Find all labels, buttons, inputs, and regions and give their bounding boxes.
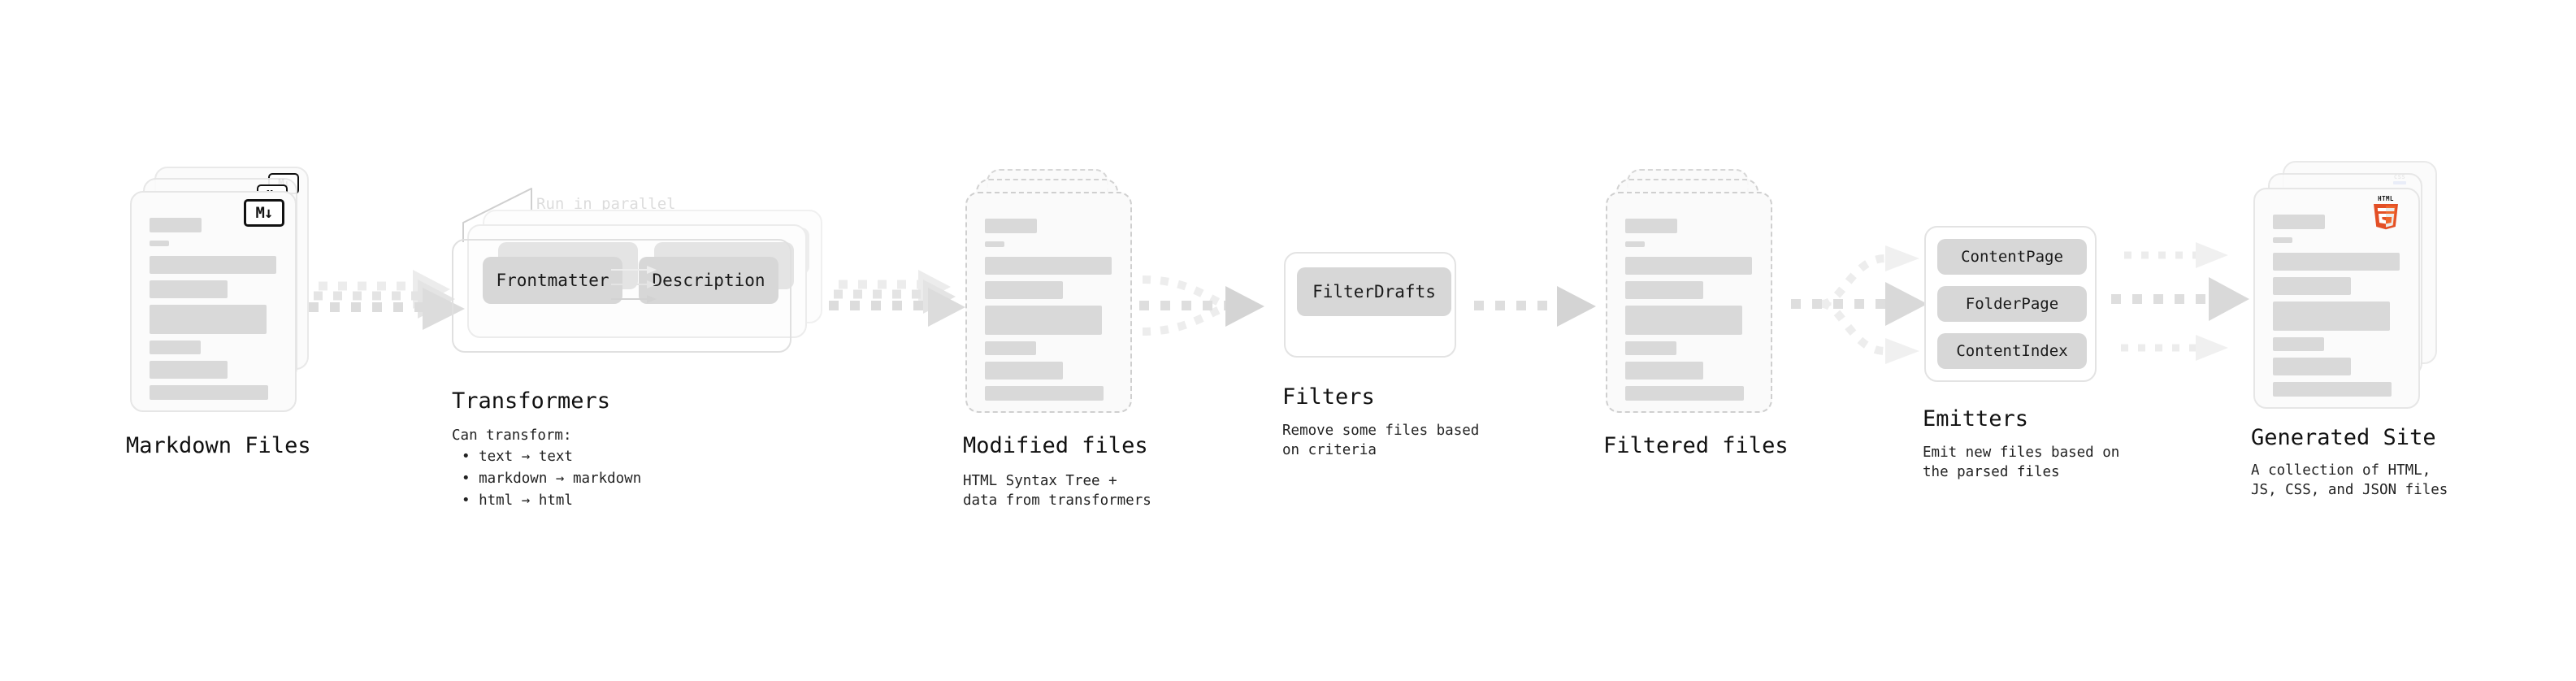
stage-title-modified-files: Modified files xyxy=(963,433,1148,458)
skeleton-subtitle xyxy=(2273,237,2292,243)
emitter-chip-contentindex[interactable]: ContentIndex xyxy=(1937,333,2087,369)
filtered-card-front xyxy=(1606,192,1772,413)
connector-emitters-to-site xyxy=(2111,242,2249,361)
chip-label-frontmatter: Frontmatter xyxy=(496,271,609,290)
generated-desc-line-1: JS, CSS, and JSON files xyxy=(2251,482,2448,498)
html5-wordmark: HTML xyxy=(2378,195,2394,202)
skeleton-line-4 xyxy=(985,341,1036,355)
transformers-desc-line-0: Can transform: xyxy=(452,427,572,444)
emitter-chip-folderpage[interactable]: FolderPage xyxy=(1937,286,2087,322)
stage-title-markdown-files: Markdown Files xyxy=(126,433,311,458)
chip-label-description: Description xyxy=(652,271,765,290)
connector-transformers-to-modified xyxy=(829,270,965,327)
stage-title-generated-site: Generated Site xyxy=(2251,425,2436,450)
transformers-desc-line-3: • html → html xyxy=(462,492,573,509)
skeleton-line-5 xyxy=(985,362,1063,380)
modified-desc-line-0: HTML Syntax Tree + xyxy=(963,473,1117,489)
transformers-desc-line-2: • markdown → markdown xyxy=(462,471,642,487)
chip-label-contentpage: ContentPage xyxy=(1961,248,2063,266)
stage-title-emitters: Emitters xyxy=(1923,406,2029,432)
emitters-desc-line-0: Emit new files based on xyxy=(1923,445,2120,461)
chip-label-filterdrafts: FilterDrafts xyxy=(1312,282,1436,301)
markdown-card-front xyxy=(130,191,297,412)
markdown-files-card-stack: M↓ M↓ M↓ xyxy=(130,167,317,423)
skeleton-line-3 xyxy=(2273,301,2390,331)
skeleton-line-4 xyxy=(2273,337,2324,351)
skeleton-line-2 xyxy=(150,280,228,298)
skeleton-subtitle xyxy=(985,241,1004,247)
filters-box[interactable]: FilterDrafts xyxy=(1284,252,1456,358)
skeleton-line-6 xyxy=(985,386,1104,401)
skeleton-line-5 xyxy=(1625,362,1703,380)
emitters-box[interactable]: ContentPage FolderPage ContentIndex xyxy=(1924,226,2097,382)
skeleton-title xyxy=(150,218,202,232)
skeleton-line-6 xyxy=(150,385,268,400)
emitters-desc-line-1: the parsed files xyxy=(1923,464,2060,480)
skeleton-line-1 xyxy=(2273,253,2400,271)
skeleton-line-6 xyxy=(1625,386,1744,401)
skeleton-line-2 xyxy=(1625,281,1703,299)
stage-title-filtered-files: Filtered files xyxy=(1603,433,1789,458)
skeleton-line-1 xyxy=(1625,257,1752,275)
skeleton-line-1 xyxy=(150,256,276,274)
chip-label-contentindex: ContentIndex xyxy=(1956,342,2068,360)
transformer-chip-frontmatter[interactable]: Frontmatter xyxy=(483,257,622,304)
connector-modified-to-filters xyxy=(1139,275,1264,336)
markdown-icon-glyph: M↓ xyxy=(255,203,274,222)
skeleton-line-3 xyxy=(985,306,1102,335)
transformer-chip-description[interactable]: Description xyxy=(639,257,778,304)
run-in-parallel-note: Run in parallel xyxy=(536,195,676,213)
skeleton-line-6 xyxy=(2273,382,2392,397)
transformer-box-front[interactable]: Frontmatter Description xyxy=(452,239,791,353)
connector-filtered-to-emitters xyxy=(1791,245,1928,364)
skeleton-line-3 xyxy=(1625,306,1742,335)
skeleton-line-1 xyxy=(985,257,1112,275)
markdown-icon: M↓ xyxy=(244,199,284,227)
transformers-desc-line-1: • text → text xyxy=(462,449,573,465)
connector-filters-to-filtered xyxy=(1474,286,1596,327)
generated-desc-line-0: A collection of HTML, xyxy=(2251,462,2431,479)
skeleton-subtitle xyxy=(1625,241,1645,247)
skeleton-line-3 xyxy=(150,305,267,334)
transformer-internal-arrows xyxy=(611,266,657,303)
skeleton-line-4 xyxy=(1625,341,1676,355)
run-in-parallel-bracket xyxy=(462,188,532,242)
skeleton-title xyxy=(1625,219,1677,233)
modified-desc-line-1: data from transformers xyxy=(963,492,1151,509)
chip-label-folderpage: FolderPage xyxy=(1965,295,2059,313)
filters-desc-line-0: Remove some files based xyxy=(1282,423,1480,439)
skeleton-line-5 xyxy=(2273,358,2351,375)
skeleton-title xyxy=(2273,215,2325,229)
skeleton-title xyxy=(985,219,1037,233)
html5-icon: HTML xyxy=(2374,195,2398,230)
filtered-files-card-stack xyxy=(1606,169,1793,421)
stage-title-transformers: Transformers xyxy=(452,388,611,414)
emitter-chip-contentpage[interactable]: ContentPage xyxy=(1937,239,2087,275)
transformers-stack: Frontmatter Description Frontmatter Desc… xyxy=(452,203,834,366)
stage-title-filters: Filters xyxy=(1282,384,1375,410)
skeleton-line-4 xyxy=(150,340,201,354)
filter-chip-filterdrafts[interactable]: FilterDrafts xyxy=(1297,267,1451,316)
skeleton-subtitle xyxy=(150,241,169,246)
skeleton-line-2 xyxy=(2273,277,2351,295)
filters-desc-line-1: on criteria xyxy=(1282,442,1377,458)
skeleton-line-2 xyxy=(985,281,1063,299)
connector-md-to-transformers xyxy=(309,270,465,330)
modified-files-card-stack xyxy=(965,169,1152,421)
generated-site-card-stack: CSS HTML xyxy=(2253,161,2448,421)
skeleton-line-5 xyxy=(150,361,228,379)
modified-card-front xyxy=(965,192,1132,413)
